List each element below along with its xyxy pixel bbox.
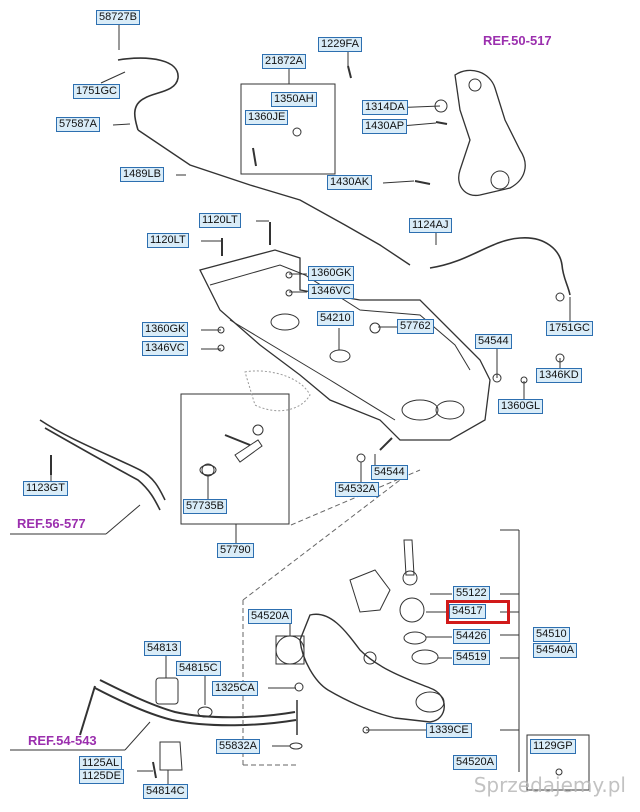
part-label-57587a[interactable]: 57587A bbox=[56, 117, 100, 132]
part-label-54520a-left[interactable]: 54520A bbox=[248, 609, 292, 624]
part-label-1124aj[interactable]: 1124AJ bbox=[409, 218, 452, 233]
part-label-54814c[interactable]: 54814C bbox=[143, 784, 188, 799]
part-label-55122[interactable]: 55122 bbox=[453, 586, 490, 601]
part-label-1489lb[interactable]: 1489LB bbox=[120, 167, 164, 182]
highlight-frame bbox=[446, 600, 510, 624]
part-label-1360gk-lower[interactable]: 1360GK bbox=[142, 322, 189, 337]
part-label-1346vc-lower[interactable]: 1346VC bbox=[142, 341, 188, 356]
part-label-57762[interactable]: 57762 bbox=[397, 319, 434, 334]
part-label-54510[interactable]: 54510 bbox=[533, 627, 570, 642]
part-label-1360je[interactable]: 1360JE bbox=[245, 110, 289, 125]
part-label-1120lt-lower[interactable]: 1120LT bbox=[147, 233, 189, 248]
ref-54-543-label[interactable]: REF.54-543 bbox=[28, 733, 97, 748]
part-label-1430ak[interactable]: 1430AK bbox=[327, 175, 373, 190]
part-label-1346kd[interactable]: 1346KD bbox=[536, 368, 582, 383]
part-label-54210[interactable]: 54210 bbox=[317, 311, 354, 326]
part-label-1360gk-upper[interactable]: 1360GK bbox=[308, 266, 355, 281]
part-label-54544-lower[interactable]: 54544 bbox=[371, 465, 408, 480]
part-label-54520a-right[interactable]: 54520A bbox=[453, 755, 497, 770]
ref-56-577-label[interactable]: REF.56-577 bbox=[17, 516, 86, 531]
part-label-1360gl[interactable]: 1360GL bbox=[498, 399, 544, 414]
part-label-54426[interactable]: 54426 bbox=[453, 629, 490, 644]
part-label-1314da[interactable]: 1314DA bbox=[362, 100, 408, 115]
part-label-1120lt-upper[interactable]: 1120LT bbox=[199, 213, 241, 228]
part-label-54813[interactable]: 54813 bbox=[144, 641, 181, 656]
part-label-57790[interactable]: 57790 bbox=[217, 543, 254, 558]
part-label-1229fa[interactable]: 1229FA bbox=[318, 37, 362, 52]
part-label-1325ca[interactable]: 1325CA bbox=[212, 681, 258, 696]
part-label-55832a[interactable]: 55832A bbox=[216, 739, 260, 754]
part-label-54540a[interactable]: 54540A bbox=[533, 643, 577, 658]
ref-50-517-label[interactable]: REF.50-517 bbox=[483, 33, 552, 48]
part-label-57735b[interactable]: 57735B bbox=[183, 499, 227, 514]
part-label-1751gc-upper[interactable]: 1751GC bbox=[73, 84, 120, 99]
part-label-54519[interactable]: 54519 bbox=[453, 650, 490, 665]
part-label-54815c[interactable]: 54815C bbox=[176, 661, 221, 676]
part-label-1123gt[interactable]: 1123GT bbox=[23, 481, 68, 496]
part-label-1751gc-lower[interactable]: 1751GC bbox=[546, 321, 593, 336]
part-label-1430ap[interactable]: 1430AP bbox=[362, 119, 408, 134]
part-label-54532a[interactable]: 54532A bbox=[335, 482, 379, 497]
part-label-1346vc-upper[interactable]: 1346VC bbox=[308, 284, 354, 299]
part-label-1350ah[interactable]: 1350AH bbox=[271, 92, 317, 107]
part-label-54517[interactable]: 54517 bbox=[449, 604, 486, 619]
part-label-21872a[interactable]: 21872A bbox=[262, 54, 306, 69]
watermark: Sprzedajemy.pl bbox=[473, 773, 626, 797]
part-label-1129gp[interactable]: 1129GP bbox=[530, 739, 576, 754]
part-label-1125de[interactable]: 1125DE bbox=[79, 769, 124, 784]
part-label-54544-upper[interactable]: 54544 bbox=[475, 334, 512, 349]
part-label-1339ce[interactable]: 1339CE bbox=[426, 723, 472, 738]
part-label-58727b[interactable]: 58727B bbox=[96, 10, 140, 25]
